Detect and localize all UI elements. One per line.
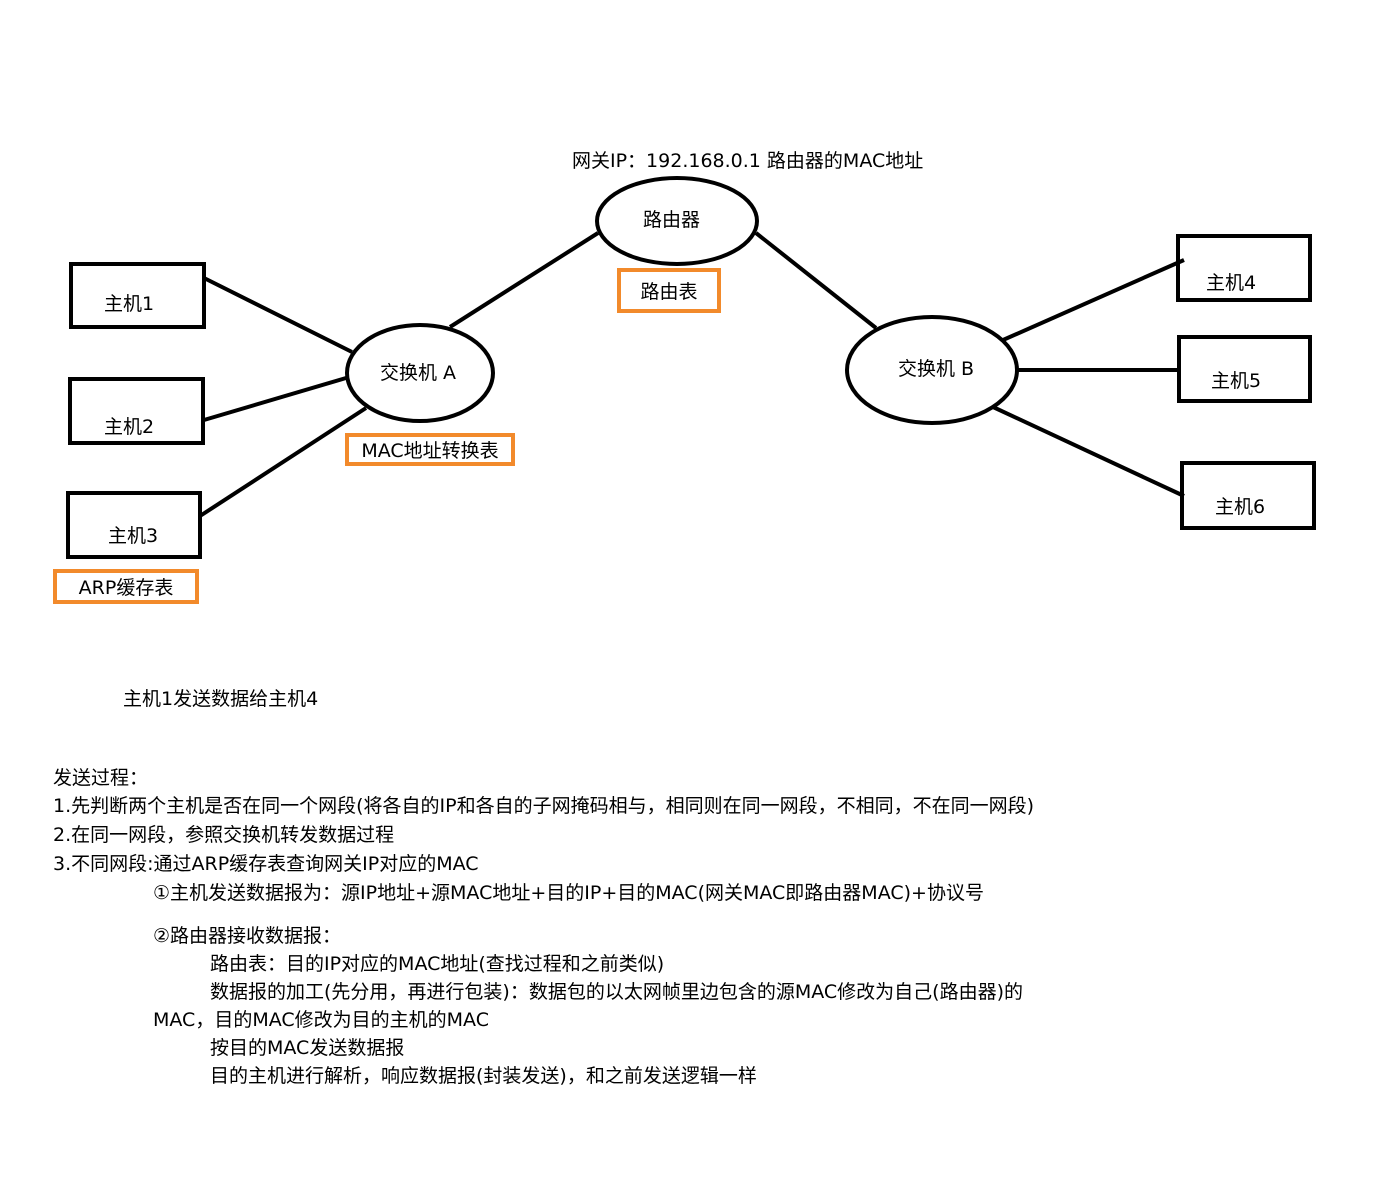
switch-a-node (345, 323, 495, 423)
process-sub-2-line-4: 按目的MAC发送数据报 (210, 1037, 405, 1059)
host-5-label: 主机5 (1211, 370, 1262, 392)
routing-table-box: 路由表 (617, 268, 721, 313)
link-switchB-host4 (1002, 258, 1185, 342)
host-5-box: 主机5 (1177, 335, 1312, 403)
process-step-1: 1.先判断两个主机是否在同一个网段(将各自的IP和各自的子网掩码相与，相同则在同… (53, 795, 1035, 817)
process-step-3: 3.不同网段:通过ARP缓存表查询网关IP对应的MAC (53, 853, 479, 875)
host-2-box: 主机2 (68, 377, 205, 445)
host-4-label: 主机4 (1206, 272, 1257, 294)
router-label: 路由器 (643, 209, 701, 231)
process-sub-2-line-5: 目的主机进行解析，响应数据报(封装发送)，和之前发送逻辑一样 (210, 1065, 757, 1087)
link-host1-switchA (203, 276, 353, 354)
host-3-box: 主机3 (66, 491, 202, 559)
routing-table-label: 路由表 (640, 281, 698, 303)
switch-b-label: 交换机 B (898, 358, 975, 380)
link-host3-switchA (198, 406, 368, 518)
process-sub-2: ②路由器接收数据报： (153, 925, 342, 947)
host-4-box: 主机4 (1176, 234, 1312, 302)
link-switchA-router (448, 231, 600, 329)
mac-table-label: MAC地址转换表 (361, 440, 499, 462)
process-heading: 发送过程： (53, 767, 149, 789)
process-step-2: 2.在同一网段，参照交换机转发数据过程 (53, 824, 395, 846)
host-2-label: 主机2 (104, 416, 155, 438)
link-router-switchB (754, 231, 878, 330)
arp-table-box: ARP缓存表 (53, 569, 199, 604)
switch-b-node (845, 315, 1019, 425)
host-1-label: 主机1 (104, 293, 155, 315)
host-1-box: 主机1 (69, 262, 206, 329)
link-host2-switchA (203, 376, 347, 422)
process-sub-2-line-2: 数据报的加工(先分用，再进行包装)：数据包的以太网帧里边包含的源MAC修改为自己… (210, 981, 1023, 1003)
router-node (595, 176, 759, 266)
host-3-label: 主机3 (108, 525, 159, 547)
scenario-text: 主机1发送数据给主机4 (123, 688, 319, 710)
gateway-note: 网关IP：192.168.0.1 路由器的MAC地址 (572, 150, 924, 172)
host-6-box: 主机6 (1180, 461, 1316, 530)
mac-table-box: MAC地址转换表 (345, 433, 515, 466)
process-sub-2-line-3: MAC，目的MAC修改为目的主机的MAC (153, 1009, 489, 1031)
arp-table-label: ARP缓存表 (78, 577, 174, 599)
link-switchB-host6 (992, 405, 1185, 498)
process-sub-1: ①主机发送数据报为：源IP地址+源MAC地址+目的IP+目的MAC(网关MAC即… (153, 882, 984, 904)
host-6-label: 主机6 (1215, 496, 1266, 518)
switch-a-label: 交换机 A (380, 362, 457, 384)
process-sub-2-line-1: 路由表：目的IP对应的MAC地址(查找过程和之前类似) (210, 953, 665, 975)
